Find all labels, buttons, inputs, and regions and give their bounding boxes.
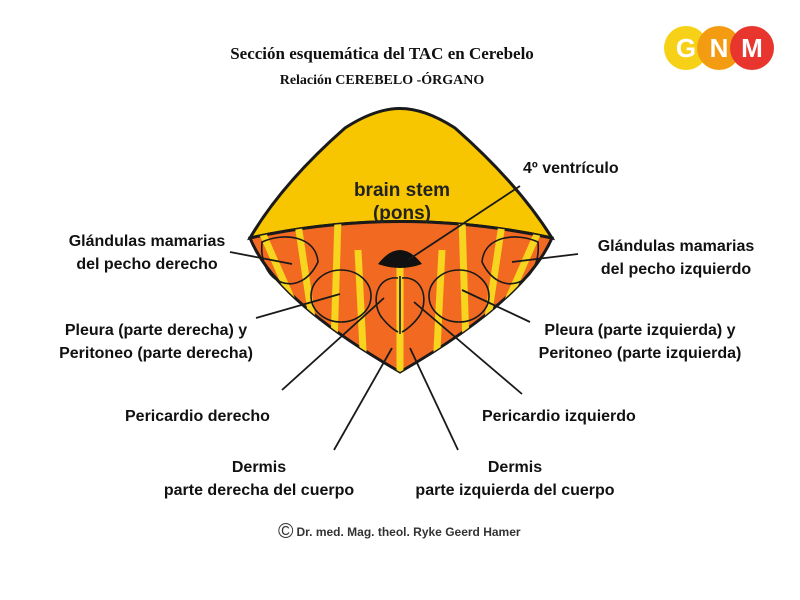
label-mammary-right: Glándulas mamarias del pecho derecho <box>40 230 254 276</box>
leader-dermis-left <box>409 347 459 451</box>
label-dermis-right-line2: parte derecha del cuerpo <box>163 482 355 499</box>
pons-label: (pons) <box>373 203 431 224</box>
label-dermis-right-line1: Dermis <box>231 459 287 476</box>
label-pleura-left-line1: Pleura (parte izquierda) y <box>544 322 736 339</box>
copyright-text: Dr. med. Mag. theol. Ryke Geerd Hamer <box>296 525 521 539</box>
label-pericardium-left: Pericardio izquierdo <box>482 408 636 425</box>
leader-mammary-left <box>511 253 579 263</box>
diagram-subtitle: Relación CEREBELO -ÓRGANO <box>279 73 485 88</box>
copyright-icon: © <box>278 520 294 543</box>
region-pleura-left <box>428 269 490 323</box>
leader-pericardium-right <box>281 297 385 391</box>
leader-pericardium-left <box>413 301 523 395</box>
gnm-logo: G N M <box>664 26 774 70</box>
region-pericardium-left <box>401 277 425 333</box>
label-dermis-right: Dermis parte derecha del cuerpo <box>148 456 370 502</box>
label-dermis-left-line2: parte izquierda del cuerpo <box>415 482 615 499</box>
logo-letter-m: M <box>730 26 774 70</box>
label-pleura-right-line1: Pleura (parte derecha) y <box>64 322 248 339</box>
label-pleura-left: Pleura (parte izquierda) y Peritoneo (pa… <box>520 319 760 365</box>
label-pleura-right-line2: Peritoneo (parte derecha) <box>59 345 253 362</box>
brain-stem-label: brain stem <box>354 180 450 201</box>
region-pleura-right <box>310 269 372 323</box>
leader-mammary-right <box>229 251 293 265</box>
copyright-notice: © Dr. med. Mag. theol. Ryke Geerd Hamer <box>278 520 521 543</box>
label-mammary-right-line2: del pecho derecho <box>76 256 218 273</box>
label-dermis-left: Dermis parte izquierda del cuerpo <box>400 456 630 502</box>
leader-pleura-right <box>255 293 341 319</box>
diagram-title: Sección esquemática del TAC en Cerebelo <box>230 44 534 63</box>
label-mammary-left: Glándulas mamarias del pecho izquierdo <box>580 235 772 281</box>
label-mammary-left-line1: Glándulas mamarias <box>597 238 755 255</box>
label-pericardium-right: Pericardio derecho <box>125 408 270 425</box>
label-dermis-left-line1: Dermis <box>487 459 543 476</box>
label-pleura-right: Pleura (parte derecha) y Peritoneo (part… <box>40 319 272 365</box>
leader-ventricle <box>407 185 521 261</box>
label-mammary-right-line1: Glándulas mamarias <box>68 233 226 250</box>
region-mammary-left <box>481 236 539 285</box>
region-mammary-right <box>261 236 319 285</box>
fourth-ventricle <box>378 250 422 268</box>
leader-pleura-left <box>461 289 531 323</box>
leader-dermis-right <box>333 347 393 451</box>
label-pleura-left-line2: Peritoneo (parte izquierda) <box>538 345 742 362</box>
logo-letter-n: N <box>697 26 741 70</box>
label-fourth-ventricle: 4º ventrículo <box>523 160 619 177</box>
region-pericardium-right <box>375 277 399 333</box>
label-mammary-left-line2: del pecho izquierdo <box>600 261 752 278</box>
